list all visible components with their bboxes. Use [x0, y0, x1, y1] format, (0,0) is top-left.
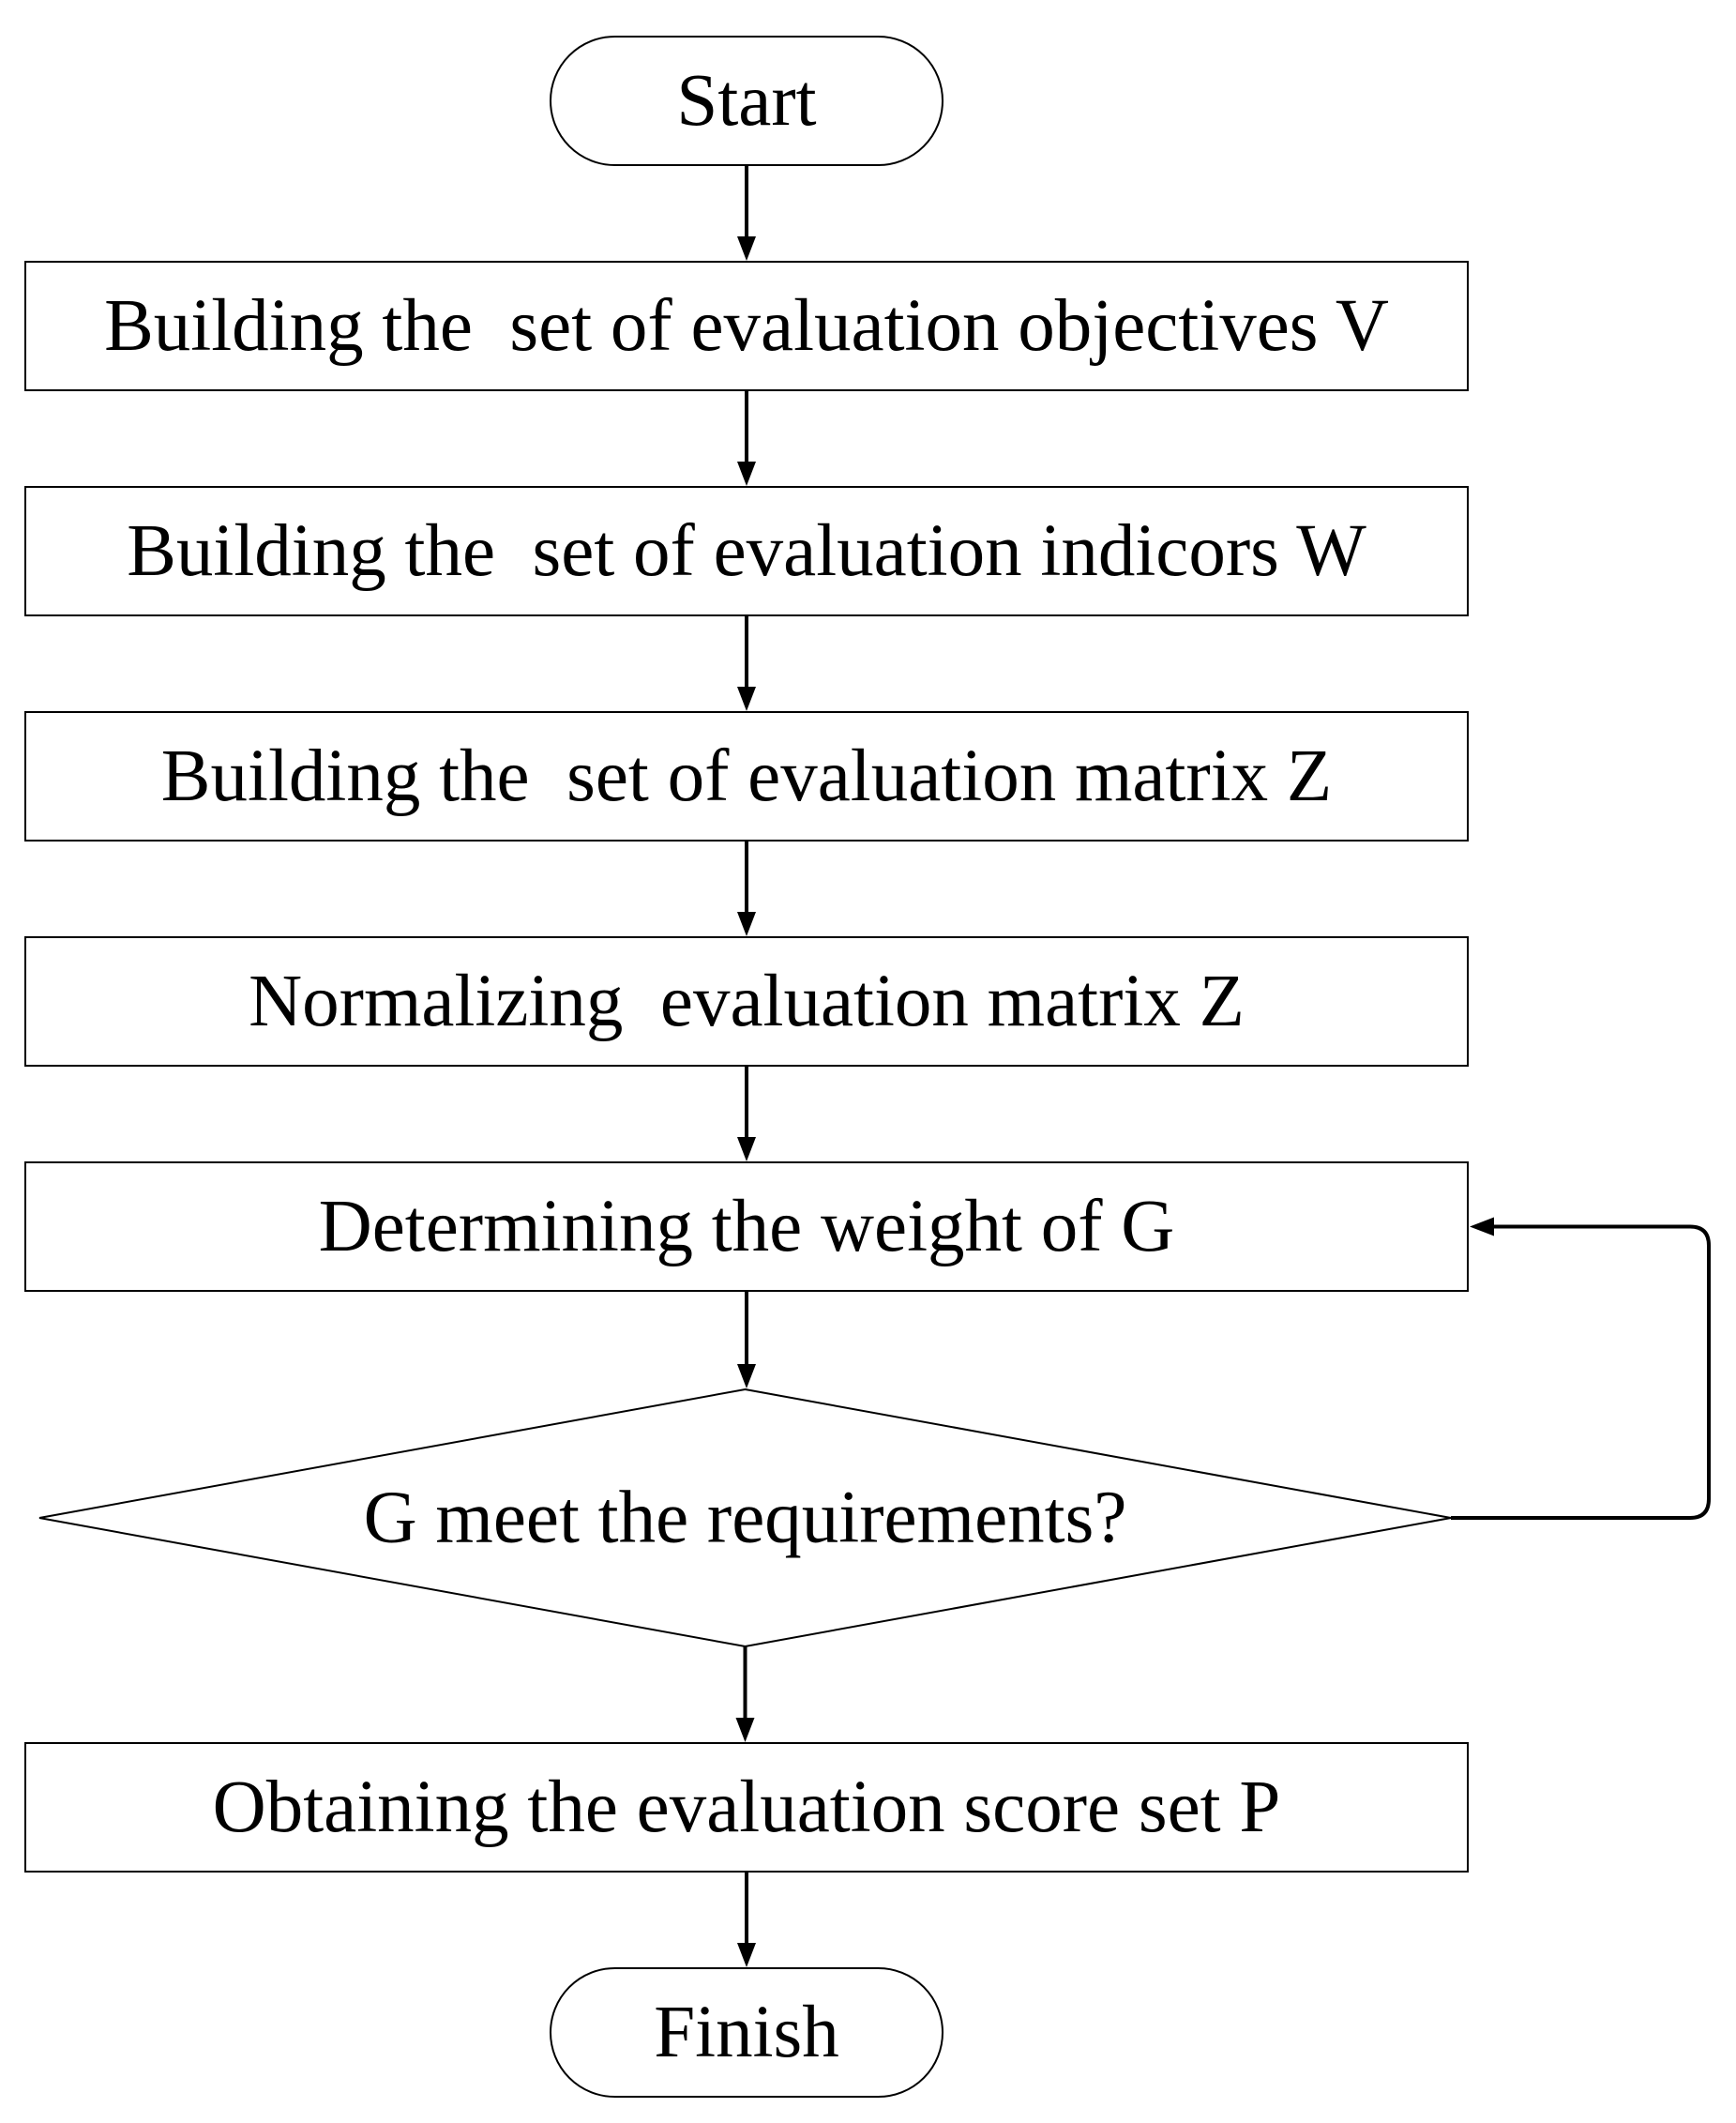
arrowhead: [737, 1137, 756, 1161]
process-box: [24, 486, 1469, 616]
edge-matrix-to-normalize: [737, 841, 756, 936]
edge-weight-to-check: [737, 1291, 756, 1388]
terminal-shape: [550, 1967, 943, 2098]
process-box: [24, 1742, 1469, 1873]
node-label: Building the set of evaluation indicors …: [127, 510, 1366, 592]
arrowhead: [737, 236, 756, 261]
edge-normalize-to-weight: [737, 1066, 756, 1161]
node-check: G meet the requirements?: [38, 1388, 1452, 1648]
process-box: [24, 261, 1469, 391]
node-indicators: Building the set of evaluation indicors …: [24, 486, 1469, 616]
node-label: Start: [676, 60, 816, 142]
node-label: Building the set of evaluation objective…: [104, 285, 1389, 367]
arrowhead: [737, 462, 756, 486]
edge-start-to-objectives: [737, 165, 756, 261]
node-finish: Finish: [550, 1967, 943, 2098]
edge-check-to-weight: [1451, 1217, 1711, 1520]
terminal-shape: [550, 36, 943, 166]
process-box: [24, 711, 1469, 842]
process-box: [24, 936, 1469, 1067]
node-label: G meet the requirements?: [364, 1478, 1127, 1559]
arrowhead: [737, 1943, 756, 1967]
node-weight: Determining the weight of G: [24, 1161, 1469, 1292]
node-label: Normalizing evaluation matrix Z: [249, 961, 1245, 1042]
edges-layer: [735, 165, 1711, 1967]
node-start: Start: [550, 36, 943, 166]
process-box: [24, 1161, 1469, 1292]
node-label: Finish: [654, 1992, 839, 2073]
connector-line: [1451, 1224, 1711, 1520]
arrowhead: [735, 1718, 755, 1742]
decision-diamond: [38, 1388, 1452, 1648]
edge-score-to-finish: [737, 1872, 756, 1967]
node-objectives: Building the set of evaluation objective…: [24, 261, 1469, 391]
node-label: Obtaining the evaluation score set P: [213, 1767, 1281, 1848]
arrowhead: [737, 687, 756, 711]
arrowhead: [1470, 1217, 1494, 1236]
node-score: Obtaining the evaluation score set P: [24, 1742, 1469, 1873]
node-matrix: Building the set of evaluation matrix Z: [24, 711, 1469, 842]
edge-check-to-score: [735, 1646, 755, 1742]
node-label: Determining the weight of G: [319, 1186, 1175, 1267]
edge-objectives-to-indicators: [737, 390, 756, 486]
arrowhead: [737, 1364, 756, 1388]
node-label: Building the set of evaluation matrix Z: [161, 735, 1332, 817]
node-normalize: Normalizing evaluation matrix Z: [24, 936, 1469, 1067]
arrowhead: [737, 912, 756, 936]
edge-indicators-to-matrix: [737, 615, 756, 711]
